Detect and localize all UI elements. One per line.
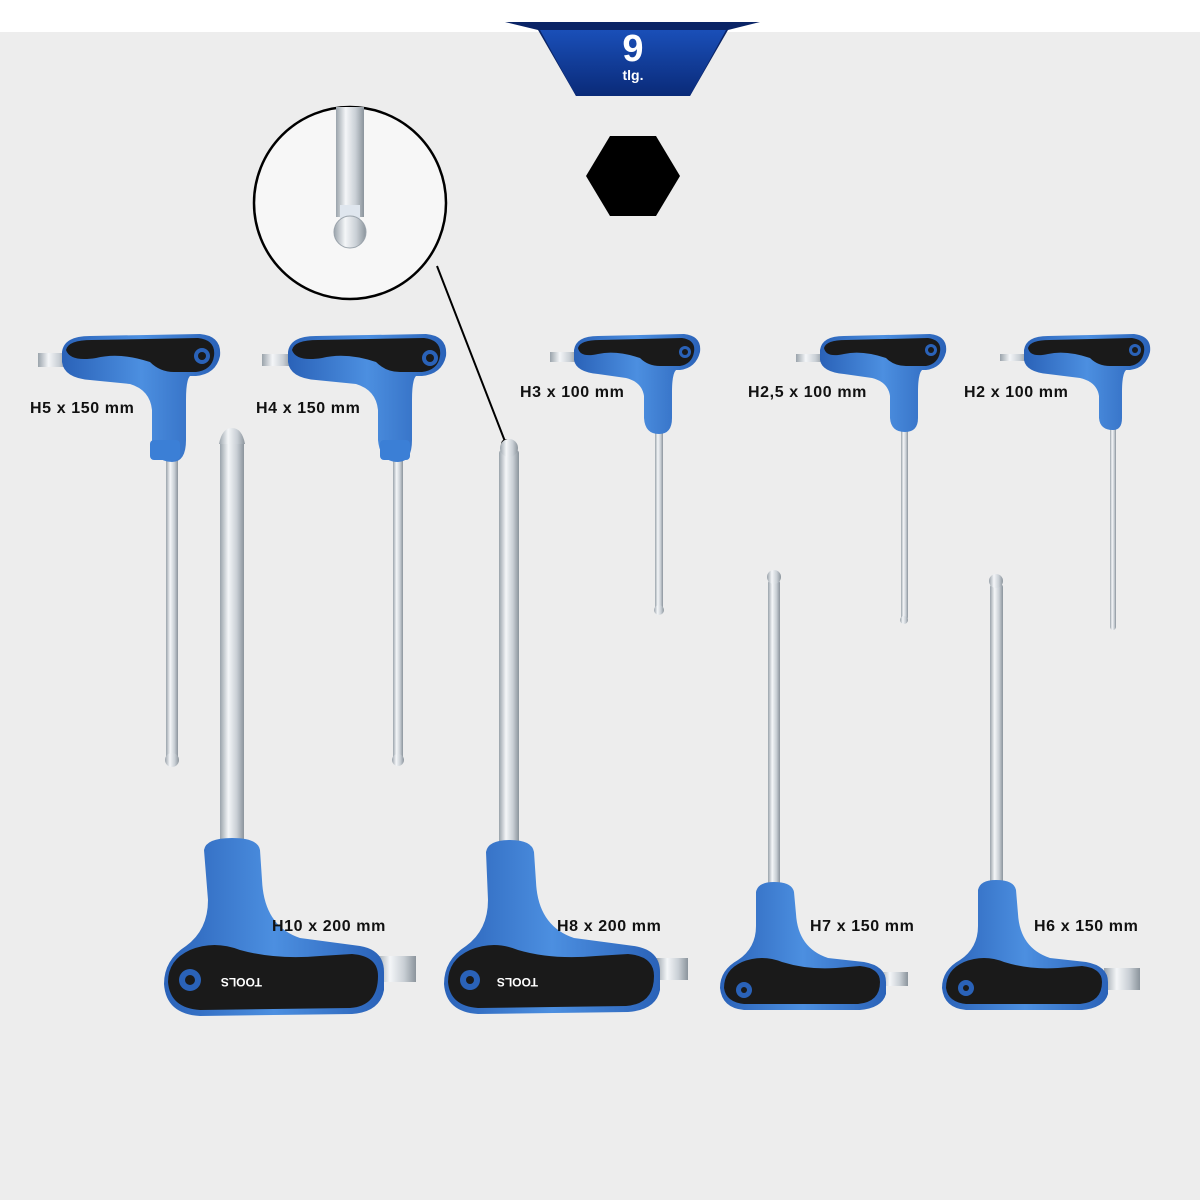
ball-end-zoom-icon <box>252 105 511 449</box>
label-h6: H6 x 150 mm <box>1034 918 1139 935</box>
tool-h6 <box>942 574 1140 1010</box>
label-h8: H8 x 200 mm <box>557 918 662 935</box>
tool-h2 <box>1000 334 1151 630</box>
tool-h3 <box>550 334 701 615</box>
label-h2-5: H2,5 x 100 mm <box>748 384 867 401</box>
label-h2: H2 x 100 mm <box>964 384 1069 401</box>
piece-unit: tlg. <box>622 67 644 83</box>
label-h7: H7 x 150 mm <box>810 918 915 935</box>
brand-mark: TOOLS <box>497 975 538 989</box>
label-h4: H4 x 150 mm <box>256 400 361 417</box>
tool-h7 <box>720 570 908 1010</box>
label-h10: H10 x 200 mm <box>272 918 386 935</box>
hexagon-icon <box>586 136 680 216</box>
piece-count-badge <box>505 22 760 96</box>
tool-h10: TOOLS <box>164 428 416 1016</box>
label-h5: H5 x 150 mm <box>30 400 135 417</box>
label-h3: H3 x 100 mm <box>520 384 625 401</box>
tool-h2-5 <box>796 334 947 624</box>
tool-h8: TOOLS <box>444 439 688 1014</box>
piece-count: 9 <box>622 28 644 70</box>
tool-h4 <box>262 334 447 766</box>
brand-mark: TOOLS <box>221 975 262 989</box>
tool-h5 <box>38 334 221 767</box>
